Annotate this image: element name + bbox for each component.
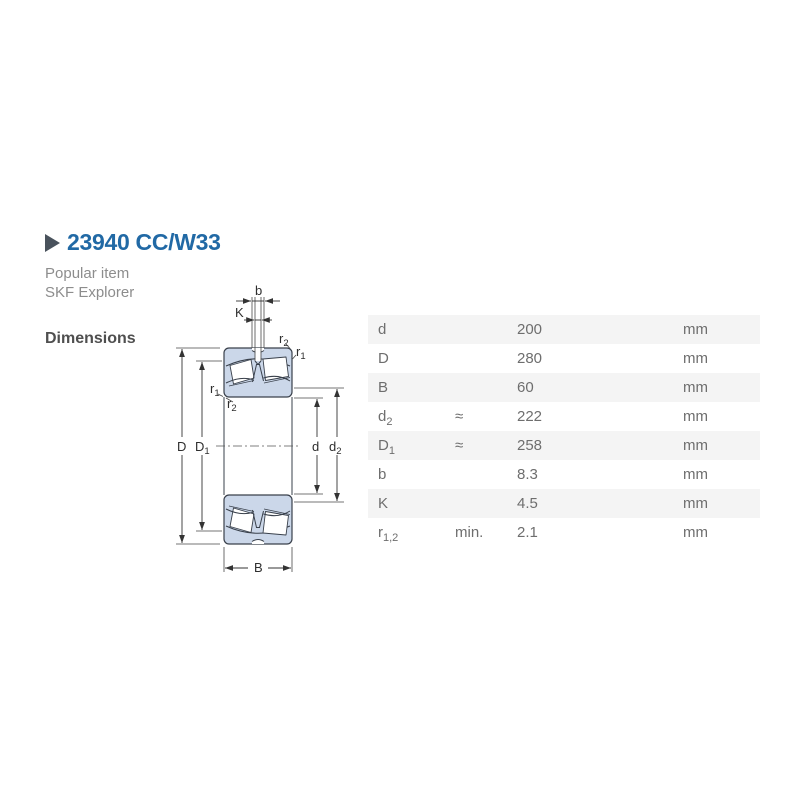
dimension-unit: mm [683, 524, 708, 541]
dimension-qualifier [455, 344, 517, 373]
dimension-symbol: d [378, 321, 387, 338]
product-header: 23940 CC/W33 [45, 229, 221, 256]
dim-label-b: b [255, 283, 262, 298]
dimension-symbol: b [378, 466, 387, 483]
dim-label-r1-left: r1 [210, 381, 220, 399]
dimension-value: 258 [517, 437, 543, 454]
tag-skf-explorer: SKF Explorer [45, 284, 135, 301]
table-row: b 8.3 mm [368, 460, 760, 489]
dimension-unit: mm [683, 379, 708, 396]
dimension-qualifier: ≈ [455, 437, 464, 454]
dimension-value: 222 [517, 408, 543, 425]
dimension-value: 2.1 [517, 524, 538, 541]
table-row: r1,2 min. 2.1 mm [368, 518, 760, 547]
table-row: B 60 mm [368, 373, 760, 402]
dimension-lines [174, 297, 347, 572]
dimension-unit: mm [683, 408, 708, 425]
dimension-unit: mm [683, 495, 708, 512]
dimension-value: 200 [517, 321, 543, 338]
dimension-qualifier [455, 489, 517, 518]
dim-label-D1: D1 [195, 439, 210, 457]
bearing-upper-section [223, 347, 293, 398]
dimension-unit: mm [683, 466, 708, 483]
table-row: K 4.5 mm [368, 489, 760, 518]
dimension-symbol: B [378, 379, 389, 396]
table-row: d2 ≈222 mm [368, 402, 760, 431]
table-row: D 280 mm [368, 344, 760, 373]
dim-label-B: B [254, 560, 263, 575]
bearing-lower-section [223, 494, 293, 545]
dimension-unit: mm [683, 437, 708, 454]
dimension-value: 60 [517, 379, 534, 396]
dimension-symbol: K [378, 495, 389, 512]
dim-label-r1-top: r1 [296, 344, 306, 362]
dim-label-D: D [177, 439, 186, 454]
tag-popular-item: Popular item [45, 265, 130, 282]
dimension-symbol: r1,2 [378, 524, 399, 544]
dimension-qualifier [455, 460, 517, 489]
dim-label-r2-left: r2 [227, 396, 237, 414]
product-tags: Popular item SKF Explorer [45, 264, 134, 302]
dimension-unit: mm [683, 321, 708, 338]
title-arrow-icon [45, 233, 60, 252]
dimension-unit: mm [683, 350, 708, 367]
dimension-value: 280 [517, 350, 543, 367]
dimension-symbol: D [378, 350, 389, 367]
dim-label-d: d [312, 439, 319, 454]
dimension-value: 4.5 [517, 495, 538, 512]
table-row: d 200 mm [368, 315, 760, 344]
dimension-symbol: d2 [378, 408, 393, 428]
dim-label-K: K [235, 305, 244, 320]
dimension-value: 8.3 [517, 466, 538, 483]
dimension-qualifier [455, 373, 517, 402]
dimension-qualifier: min. [455, 524, 484, 541]
bearing-cross-section-diagram: b K r2 r1 r1 r2 D D1 d d2 B [174, 283, 347, 575]
dimension-qualifier: ≈ [455, 408, 464, 425]
dim-label-d2: d2 [329, 439, 342, 457]
product-title: 23940 CC/W33 [67, 229, 221, 255]
dimension-symbol: D1 [378, 437, 395, 457]
dim-label-r2-top: r2 [279, 331, 289, 349]
table-row: D1 ≈258 mm [368, 431, 760, 460]
section-heading-dimensions: Dimensions [45, 330, 136, 347]
dimension-qualifier [455, 315, 517, 344]
